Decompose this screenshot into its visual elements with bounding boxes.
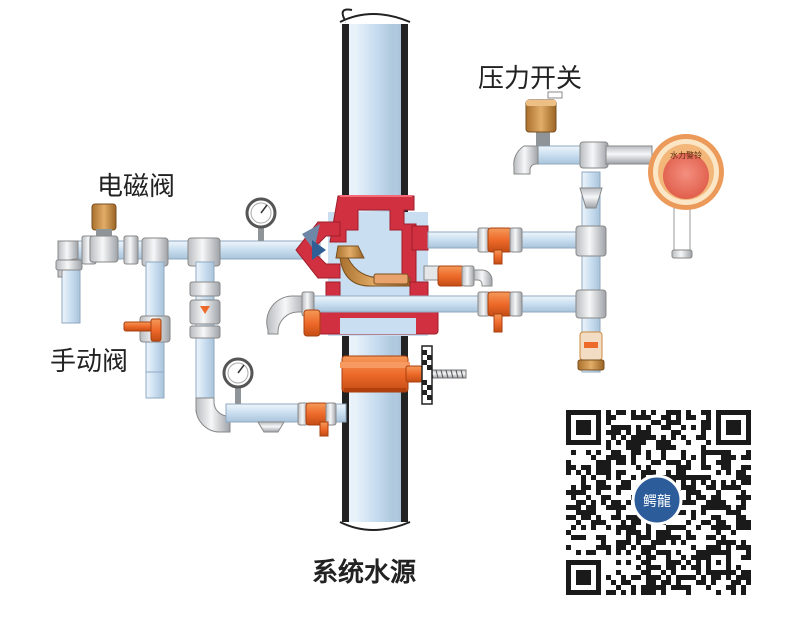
manual-trim-line (123, 261, 171, 399)
pressure-switch-assembly: 水力警铃 (513, 91, 724, 259)
alarm-test-valve-icon (477, 291, 523, 333)
solenoid-trim-line (55, 197, 321, 324)
supply-valve-icon (297, 402, 337, 437)
manual-valve-icon (123, 318, 162, 342)
gate-valve (340, 345, 467, 405)
label-solenoid-valve: 电磁阀 (97, 172, 176, 202)
alarm-trim-lines (266, 171, 607, 373)
label-manual-valve: 手动阀 (50, 347, 129, 377)
qr-badge (631, 474, 683, 526)
priming-line (189, 261, 347, 437)
solenoid-valve-icon (89, 203, 119, 263)
alarm-bell-label: 水力警铃 (670, 150, 702, 160)
pressure-gauge-icon (222, 357, 254, 404)
drain-valve-icon (301, 291, 321, 337)
label-water-source: 系统水源 (312, 558, 417, 588)
alarm-bell-icon (648, 134, 724, 210)
pressure-switch-icon (525, 99, 557, 133)
alarm-valve-icon (477, 227, 523, 265)
label-pressure-switch: 压力开关 (478, 64, 583, 94)
qr-badge-label: 鳄龍 (643, 493, 671, 510)
qr-code (562, 406, 755, 599)
deluge-valve-body (295, 195, 439, 336)
test-valve-icon (437, 265, 493, 287)
pressure-gauge-icon (245, 197, 277, 241)
